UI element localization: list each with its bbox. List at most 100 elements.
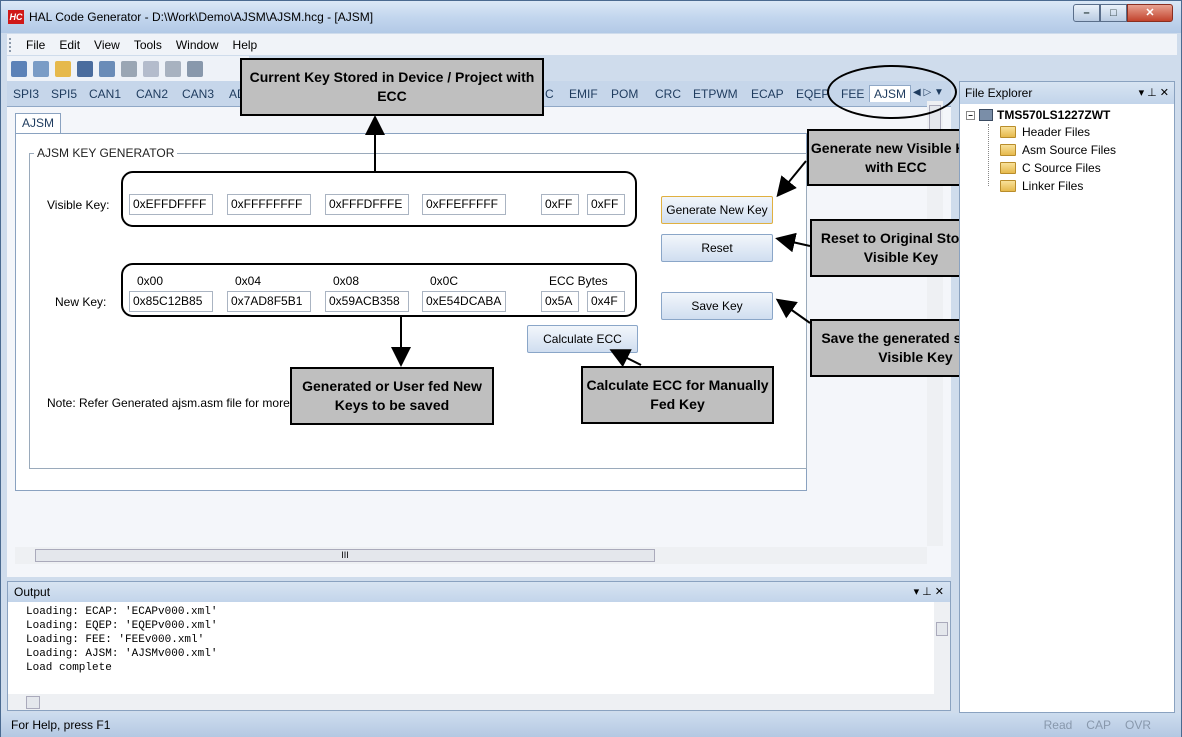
generate-new-key-button[interactable]: Generate New Key	[661, 196, 773, 224]
chip-icon	[979, 109, 993, 121]
menu-file[interactable]: File	[26, 37, 46, 52]
maximize-button[interactable]: □	[1100, 4, 1127, 22]
document-horizontal-scrollbar[interactable]: III	[15, 547, 927, 564]
toolbar	[7, 56, 249, 81]
tab-pom[interactable]: POM	[611, 87, 639, 101]
tab-ecap[interactable]: ECAP	[751, 87, 784, 101]
paste-icon[interactable]	[165, 60, 181, 77]
calculate-ecc-button[interactable]: Calculate ECC	[527, 325, 638, 353]
tab-spi3[interactable]: SPI3	[13, 87, 40, 101]
copy-icon[interactable]	[143, 60, 159, 77]
hscroll-thumb[interactable]: III	[35, 549, 655, 562]
file-explorer-controls-icon[interactable]: ▾ ⊥ ✕	[1138, 87, 1169, 99]
menu-tools[interactable]: Tools	[133, 37, 162, 52]
group-title: AJSM KEY GENERATOR	[34, 146, 178, 160]
tab-etpwm[interactable]: ETPWM	[693, 87, 738, 101]
file-explorer-title: File Explorer	[965, 86, 1033, 100]
tree-item-label: Asm Source Files	[1022, 143, 1117, 157]
callout-generated-user: Generated or User fed New Keys to be sav…	[290, 367, 494, 425]
tab-eqep[interactable]: EQEP	[796, 87, 830, 101]
log-line: Load complete	[26, 662, 112, 674]
collapse-icon[interactable]: −	[966, 110, 975, 120]
tab-emif[interactable]: EMIF	[569, 87, 598, 101]
menu-view[interactable]: View	[94, 37, 120, 52]
folder-icon	[1000, 144, 1016, 156]
close-button[interactable]: ✕	[1127, 4, 1173, 22]
visible-key-field-0[interactable]: 0xEFFDFFFF	[129, 194, 213, 215]
reset-button[interactable]: Reset	[661, 234, 773, 262]
menu-grip-icon	[9, 37, 15, 52]
new-key-header-0x04: 0x04	[235, 274, 262, 288]
log-line: Loading: FEE: 'FEEv000.xml'	[26, 634, 205, 646]
tab-spi5[interactable]: SPI5	[51, 87, 78, 101]
status-ovr: OVR	[1124, 718, 1151, 732]
ajsm-content: AJSM	[7, 106, 951, 577]
visible-key-field-1[interactable]: 0xFFFFFFFF	[227, 194, 311, 215]
menu-edit[interactable]: Edit	[59, 37, 81, 52]
output-hscroll-thumb[interactable]	[26, 696, 40, 709]
minimize-button[interactable]: –	[1073, 4, 1100, 22]
file-explorer-panel: File Explorer ▾ ⊥ ✕ − TMS570LS1227ZWT He…	[959, 81, 1175, 713]
tree-item-label: Header Files	[1022, 125, 1091, 139]
status-help-text: For Help, press F1	[11, 718, 111, 732]
file-explorer-header: File Explorer ▾ ⊥ ✕	[960, 82, 1174, 104]
output-horizontal-scrollbar[interactable]	[8, 694, 936, 710]
new-key-ecc-1[interactable]: 0x4F	[587, 291, 625, 312]
tree-item-linker-files[interactable]: Linker Files	[1000, 179, 1083, 193]
new-project-icon[interactable]	[11, 60, 27, 77]
visible-key-field-2[interactable]: 0xFFFDFFFE	[325, 194, 409, 215]
tree-root[interactable]: − TMS570LS1227ZWT	[966, 108, 1110, 122]
log-line: Loading: EQEP: 'EQEPv000.xml'	[26, 620, 218, 632]
visible-key-field-3[interactable]: 0xFFEFFFFF	[422, 194, 506, 215]
tree-item-asm-source-files[interactable]: Asm Source Files	[1000, 143, 1116, 157]
tab-can2[interactable]: CAN2	[136, 87, 169, 101]
new-key-header-0x00: 0x00	[137, 274, 164, 288]
cut-icon[interactable]	[121, 60, 137, 77]
tree-item-header-files[interactable]: Header Files	[1000, 125, 1090, 139]
tab-can1[interactable]: CAN1	[89, 87, 122, 101]
app-logo-icon: HC	[8, 10, 24, 24]
new-key-highlight	[121, 263, 637, 317]
new-key-field-2[interactable]: 0x59ACB358	[325, 291, 409, 312]
new-key-header-0x0c: 0x0C	[430, 274, 459, 288]
add-item-icon[interactable]	[33, 60, 49, 77]
window-title: HAL Code Generator - D:\Work\Demo\AJSM\A…	[29, 10, 374, 24]
tab-c[interactable]: C	[545, 87, 554, 101]
folder-icon	[1000, 162, 1016, 174]
save-all-icon[interactable]	[99, 60, 115, 77]
menu-help[interactable]: Help	[232, 37, 258, 52]
undo-icon[interactable]	[187, 60, 203, 77]
new-key-field-1[interactable]: 0x7AD8F5B1	[227, 291, 311, 312]
tab-crc[interactable]: CRC	[655, 87, 681, 101]
new-key-field-0[interactable]: 0x85C12B85	[129, 291, 213, 312]
log-line: Loading: AJSM: 'AJSMv000.xml'	[26, 648, 218, 660]
output-header: Output ▾ ⊥ ✕	[8, 582, 950, 602]
folder-icon	[1000, 126, 1016, 138]
output-title: Output	[14, 585, 51, 599]
new-key-header-ecc: ECC Bytes	[549, 274, 608, 288]
status-bar: For Help, press F1 Read CAP OVR	[1, 713, 1181, 737]
callout-calc-manual: Calculate ECC for Manually Fed Key	[581, 366, 774, 424]
menu-window[interactable]: Window	[175, 37, 219, 52]
tab-highlight-ellipse	[827, 65, 957, 119]
output-vertical-scrollbar[interactable]	[934, 602, 950, 710]
save-key-button[interactable]: Save Key	[661, 292, 773, 320]
output-controls-icon[interactable]: ▾ ⊥ ✕	[913, 586, 944, 598]
subtab-ajsm[interactable]: AJSM	[15, 113, 61, 133]
visible-key-ecc-0[interactable]: 0xFF	[541, 194, 579, 215]
visible-key-highlight	[121, 171, 637, 227]
output-vscroll-thumb[interactable]	[936, 622, 948, 636]
window-controls: – □ ✕	[1073, 4, 1173, 22]
visible-key-ecc-1[interactable]: 0xFF	[587, 194, 625, 215]
tab-can3[interactable]: CAN3	[182, 87, 215, 101]
open-folder-icon[interactable]	[55, 60, 71, 77]
visible-key-label: Visible Key:	[47, 198, 110, 212]
new-key-field-3[interactable]: 0xE54DCABA	[422, 291, 506, 312]
status-cap: CAP	[1086, 718, 1111, 732]
callout-current-key: Current Key Stored in Device / Project w…	[240, 58, 544, 116]
tree-item-c-source-files[interactable]: C Source Files	[1000, 161, 1101, 175]
new-key-ecc-0[interactable]: 0x5A	[541, 291, 579, 312]
save-icon[interactable]	[77, 60, 93, 77]
status-indicators: Read CAP OVR	[1044, 718, 1151, 732]
